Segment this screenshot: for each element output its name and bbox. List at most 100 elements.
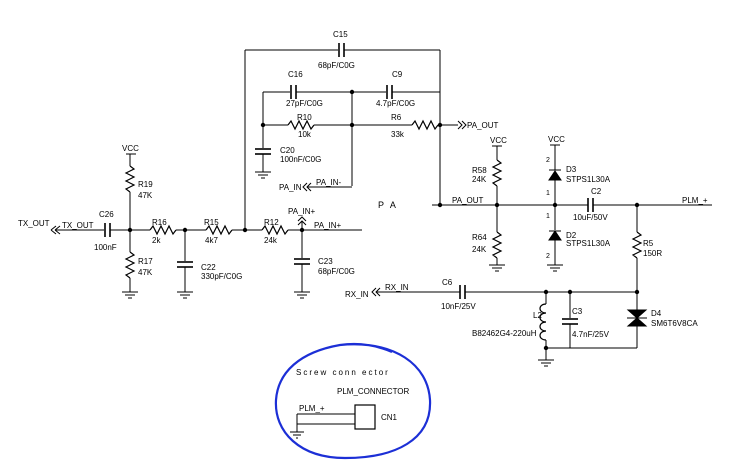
connector-ref: CN1: [381, 413, 398, 422]
pa-out-port-label: PA_OUT: [467, 121, 499, 130]
resistor-r64: [491, 231, 503, 259]
diode-d2: [548, 230, 562, 241]
capacitor-c23: [294, 258, 310, 265]
r5-value: 150R: [643, 249, 662, 258]
capacitor-c15: [338, 43, 345, 57]
tx-out-port-label: TX_OUT: [18, 219, 50, 228]
c22-value: 330pF/C0G: [201, 272, 242, 281]
resistor-r5: [631, 231, 643, 259]
resistor-r58: [491, 159, 503, 187]
c26-ref: C26: [99, 210, 114, 219]
r17-ref: R17: [138, 257, 153, 266]
capacitor-c3: [562, 318, 578, 325]
r15-value: 4k7: [205, 236, 218, 245]
l2-value: B82462G4-220uH: [472, 329, 537, 338]
rx-in-port-label: RX_IN: [345, 290, 369, 299]
pa-in-minus-wire-label: PA_IN-: [316, 178, 342, 187]
r16-ref: R16: [152, 218, 167, 227]
diode-d3: [548, 169, 562, 181]
pa-in-plus-top-label: PA_IN+: [288, 207, 316, 216]
d3-pin-1: 1: [546, 190, 550, 197]
tx-out-wire-label: TX_OUT: [62, 221, 94, 230]
ground-c20: [255, 171, 271, 179]
c2-value: 10uF/50V: [573, 213, 608, 222]
c20-value: 100nF/C0G: [280, 155, 321, 164]
r64-value: 24K: [472, 245, 487, 254]
r58-value: 24K: [472, 175, 487, 184]
d2-pin-2: 2: [546, 253, 550, 260]
ground-c22: [177, 291, 193, 299]
resistor-r16: [149, 224, 177, 236]
r19-value: 47K: [138, 191, 153, 200]
r6-value: 33k: [391, 130, 405, 139]
c3-value: 4.7nF/25V: [572, 330, 610, 339]
resistor-r10: [287, 119, 315, 131]
d3-pin-2: 2: [546, 157, 550, 164]
vcc-left-label: VCC: [122, 144, 139, 153]
capacitor-c2: [587, 198, 594, 212]
c2-ref: C2: [591, 187, 602, 196]
resistor-r6: [411, 119, 439, 131]
c15-ref: C15: [333, 30, 348, 39]
r17-value: 47K: [138, 268, 153, 277]
c16-ref: C16: [288, 70, 303, 79]
ground-r64: [489, 264, 505, 272]
c26-value: 100nF: [94, 243, 117, 252]
ground-r17: [122, 291, 138, 299]
capacitor-c26: [104, 223, 111, 237]
resistor-r12: [261, 224, 289, 236]
hand-drawn-circle: [274, 342, 432, 460]
r5-ref: R5: [643, 239, 654, 248]
vcc-d3-label: VCC: [548, 135, 565, 144]
capacitor-c22: [177, 261, 193, 268]
d2-ref: D2: [566, 231, 577, 240]
capacitor-c9: [386, 85, 393, 99]
ground-l2: [538, 359, 554, 367]
rx-in-wire-label: RX_IN: [385, 283, 409, 292]
c22-ref: C22: [201, 263, 216, 272]
c23-value: 68pF/C0G: [318, 267, 355, 276]
capacitor-c6: [459, 285, 466, 299]
tvs-diode-d4: [626, 309, 648, 327]
pa-in-minus-port-label: PA_IN: [279, 183, 302, 192]
tx-out-port: [50, 225, 104, 235]
connector-part: PLM_CONNECTOR: [337, 387, 410, 396]
d4-value: SM6T6V8CA: [651, 319, 698, 328]
d2-pin-1: 1: [546, 213, 550, 220]
resistor-r15: [205, 224, 233, 236]
capacitor-c16: [290, 85, 297, 99]
r10-ref: R10: [297, 113, 312, 122]
d3-ref: D3: [566, 165, 577, 174]
d4-ref: D4: [651, 309, 662, 318]
c3-ref: C3: [572, 307, 583, 316]
c15-value: 68pF/C0G: [318, 61, 355, 70]
r12-ref: R12: [264, 218, 279, 227]
c6-ref: C6: [442, 278, 453, 287]
r64-ref: R64: [472, 233, 487, 242]
c9-value: 4.7pF/C0G: [376, 99, 415, 108]
r10-value: 10k: [298, 130, 312, 139]
r58-ref: R58: [472, 166, 487, 175]
r16-value: 2k: [152, 236, 161, 245]
pa-out-wire-label: PA_OUT: [452, 196, 484, 205]
c6-value: 10nF/25V: [441, 302, 476, 311]
c16-value: 27pF/C0G: [286, 99, 323, 108]
l2-ref: L2: [533, 311, 542, 320]
inductor-l2: [539, 303, 547, 341]
c23-ref: C23: [318, 257, 333, 266]
pa-title: P A: [378, 200, 398, 210]
capacitor-c20: [255, 148, 271, 155]
d3-value: STPS1L30A: [566, 175, 611, 184]
ground-connector: [290, 431, 304, 439]
c9-ref: C9: [392, 70, 403, 79]
connector-note: Screw conn ector: [296, 368, 390, 377]
resistor-r19: [124, 165, 136, 193]
ground-d2: [547, 264, 563, 272]
vcc-r58-label: VCC: [490, 136, 507, 145]
pa-out-port: [457, 120, 467, 130]
connector-net: PLM_+: [299, 404, 325, 413]
connector-cn1: [354, 404, 376, 430]
ground-c23: [294, 291, 310, 299]
d2-value: STPS1L30A: [566, 239, 611, 248]
